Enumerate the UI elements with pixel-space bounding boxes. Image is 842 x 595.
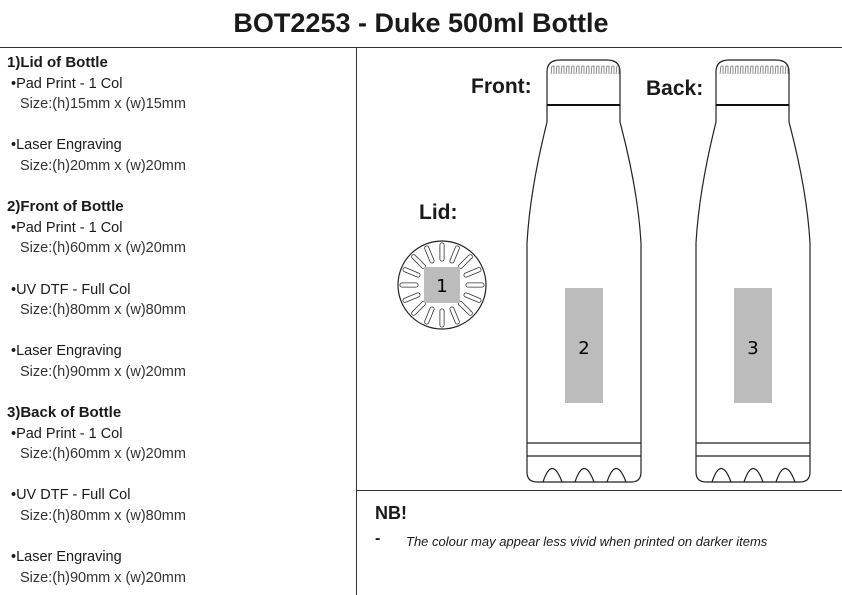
area-1-label: 1 — [436, 276, 447, 297]
print-method: •Pad Print - 1 Col — [11, 425, 123, 442]
print-method: •Pad Print - 1 Col — [11, 75, 123, 92]
print-method: •Laser Engraving — [11, 343, 122, 360]
note-text: The colour may appear less vivid when pr… — [406, 534, 768, 549]
print-size: Size:(h)15mm x (w)15mm — [20, 96, 186, 113]
print-size: Size:(h)60mm x (w)20mm — [20, 446, 186, 463]
area-3-label: 3 — [747, 338, 758, 359]
note-heading: NB! — [375, 503, 407, 523]
print-method: •UV DTF - Full Col — [11, 281, 131, 298]
section-heading: 1)Lid of Bottle — [7, 54, 108, 71]
print-area-2 — [565, 288, 603, 403]
print-size: Size:(h)20mm x (w)20mm — [20, 157, 186, 174]
print-method: •Laser Engraving — [11, 549, 122, 566]
page-title: BOT2253 - Duke 500ml Bottle — [233, 8, 609, 38]
note-bullet: - — [375, 530, 381, 547]
lid-diagram: 1 — [397, 240, 487, 330]
section-heading: 2)Front of Bottle — [7, 198, 124, 216]
front-bottle — [526, 59, 642, 483]
print-size: Size:(h)90mm x (w)20mm — [20, 363, 186, 380]
print-method: •Laser Engraving — [11, 137, 122, 154]
print-method: •Pad Print - 1 Col — [11, 219, 123, 236]
lid-label: Lid: — [419, 201, 458, 224]
print-area-1 — [424, 267, 460, 303]
header-divider — [0, 47, 842, 48]
print-size: Size:(h)60mm x (w)20mm — [20, 240, 186, 257]
print-method: •UV DTF - Full Col — [11, 487, 131, 504]
print-area-3 — [734, 288, 772, 403]
print-size: Size:(h)80mm x (w)80mm — [20, 302, 186, 319]
print-size: Size:(h)80mm x (w)80mm — [20, 508, 186, 525]
note-divider — [356, 490, 842, 491]
area-2-label: 2 — [578, 338, 589, 359]
section-heading: 3)Back of Bottle — [7, 404, 122, 422]
column-divider — [356, 47, 357, 595]
back-label: Back: — [646, 77, 704, 100]
print-size: Size:(h)90mm x (w)20mm — [20, 569, 186, 586]
front-label: Front: — [471, 75, 532, 98]
back-bottle — [695, 59, 811, 483]
